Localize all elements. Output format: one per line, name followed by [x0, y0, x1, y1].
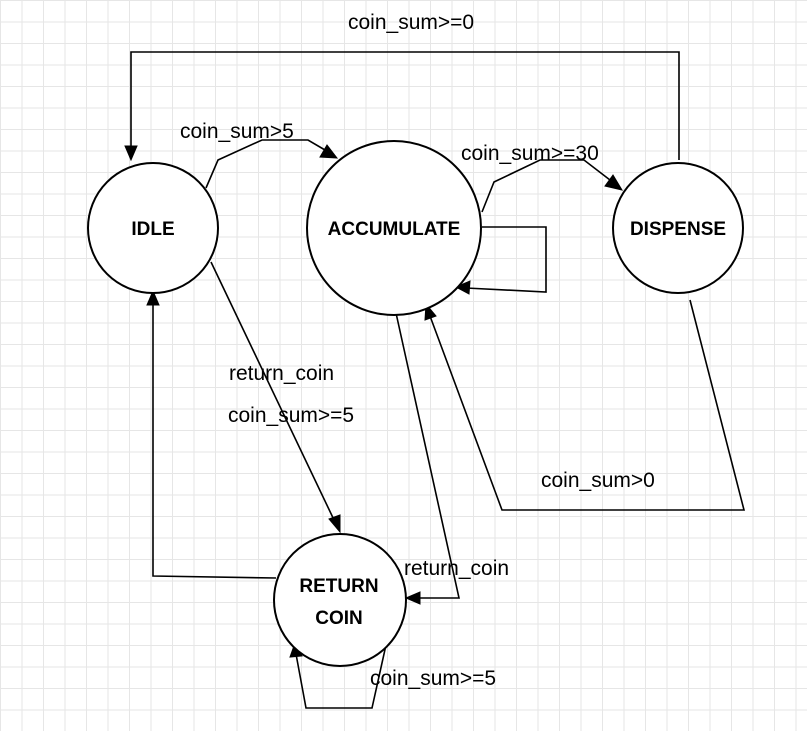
edge-dispense-to-accumulate [429, 299, 746, 511]
state-return-coin [273, 533, 407, 667]
edge-accumulate-to-dispense [481, 159, 611, 213]
label-idle-to-return-return-coin: return_coin [229, 362, 334, 385]
arrowhead-accumulate-self-loop [454, 280, 471, 295]
label-return-self-loop: coin_sum>=5 [370, 667, 496, 690]
state-return-coin-label-line1: RETURN [299, 576, 378, 597]
arrowhead-accumulate-to-return-coin [404, 591, 421, 605]
edge-return-coin-self-loop [295, 644, 387, 709]
edge-accumulate-self-loop [465, 226, 547, 293]
state-dispense-label: DISPENSE [630, 219, 726, 240]
label-dispense-to-accumulate: coin_sum>0 [541, 469, 655, 492]
state-return-coin-label-line2: COIN [315, 608, 363, 629]
state-accumulate [306, 140, 482, 316]
arrowhead-accumulate-to-dispense [604, 174, 624, 191]
state-idle-label: IDLE [131, 219, 174, 240]
label-accumulate-to-return: return_coin [404, 557, 509, 580]
edge-dispense-to-idle [130, 51, 680, 160]
arrowhead-return-coin-to-idle [146, 289, 160, 306]
edge-idle-to-accumulate [205, 139, 326, 189]
arrowhead-dispense-to-idle [124, 145, 138, 162]
edge-idle-to-return-coin [210, 261, 336, 523]
state-idle [87, 162, 219, 294]
state-dispense [612, 162, 744, 294]
state-accumulate-label: ACCUMULATE [328, 219, 461, 240]
label-idle-to-accumulate: coin_sum>5 [180, 120, 294, 143]
arrowhead-idle-to-accumulate [319, 144, 339, 159]
label-idle-to-return-coin-sum: coin_sum>=5 [228, 404, 354, 427]
label-accumulate-to-dispense: coin_sum>=30 [461, 142, 599, 165]
edge-return-coin-to-idle [152, 302, 277, 579]
label-dispense-to-idle: coin_sum>=0 [348, 11, 474, 34]
edge-accumulate-to-return-coin [395, 312, 460, 599]
arrowhead-idle-to-return-coin [328, 514, 341, 534]
